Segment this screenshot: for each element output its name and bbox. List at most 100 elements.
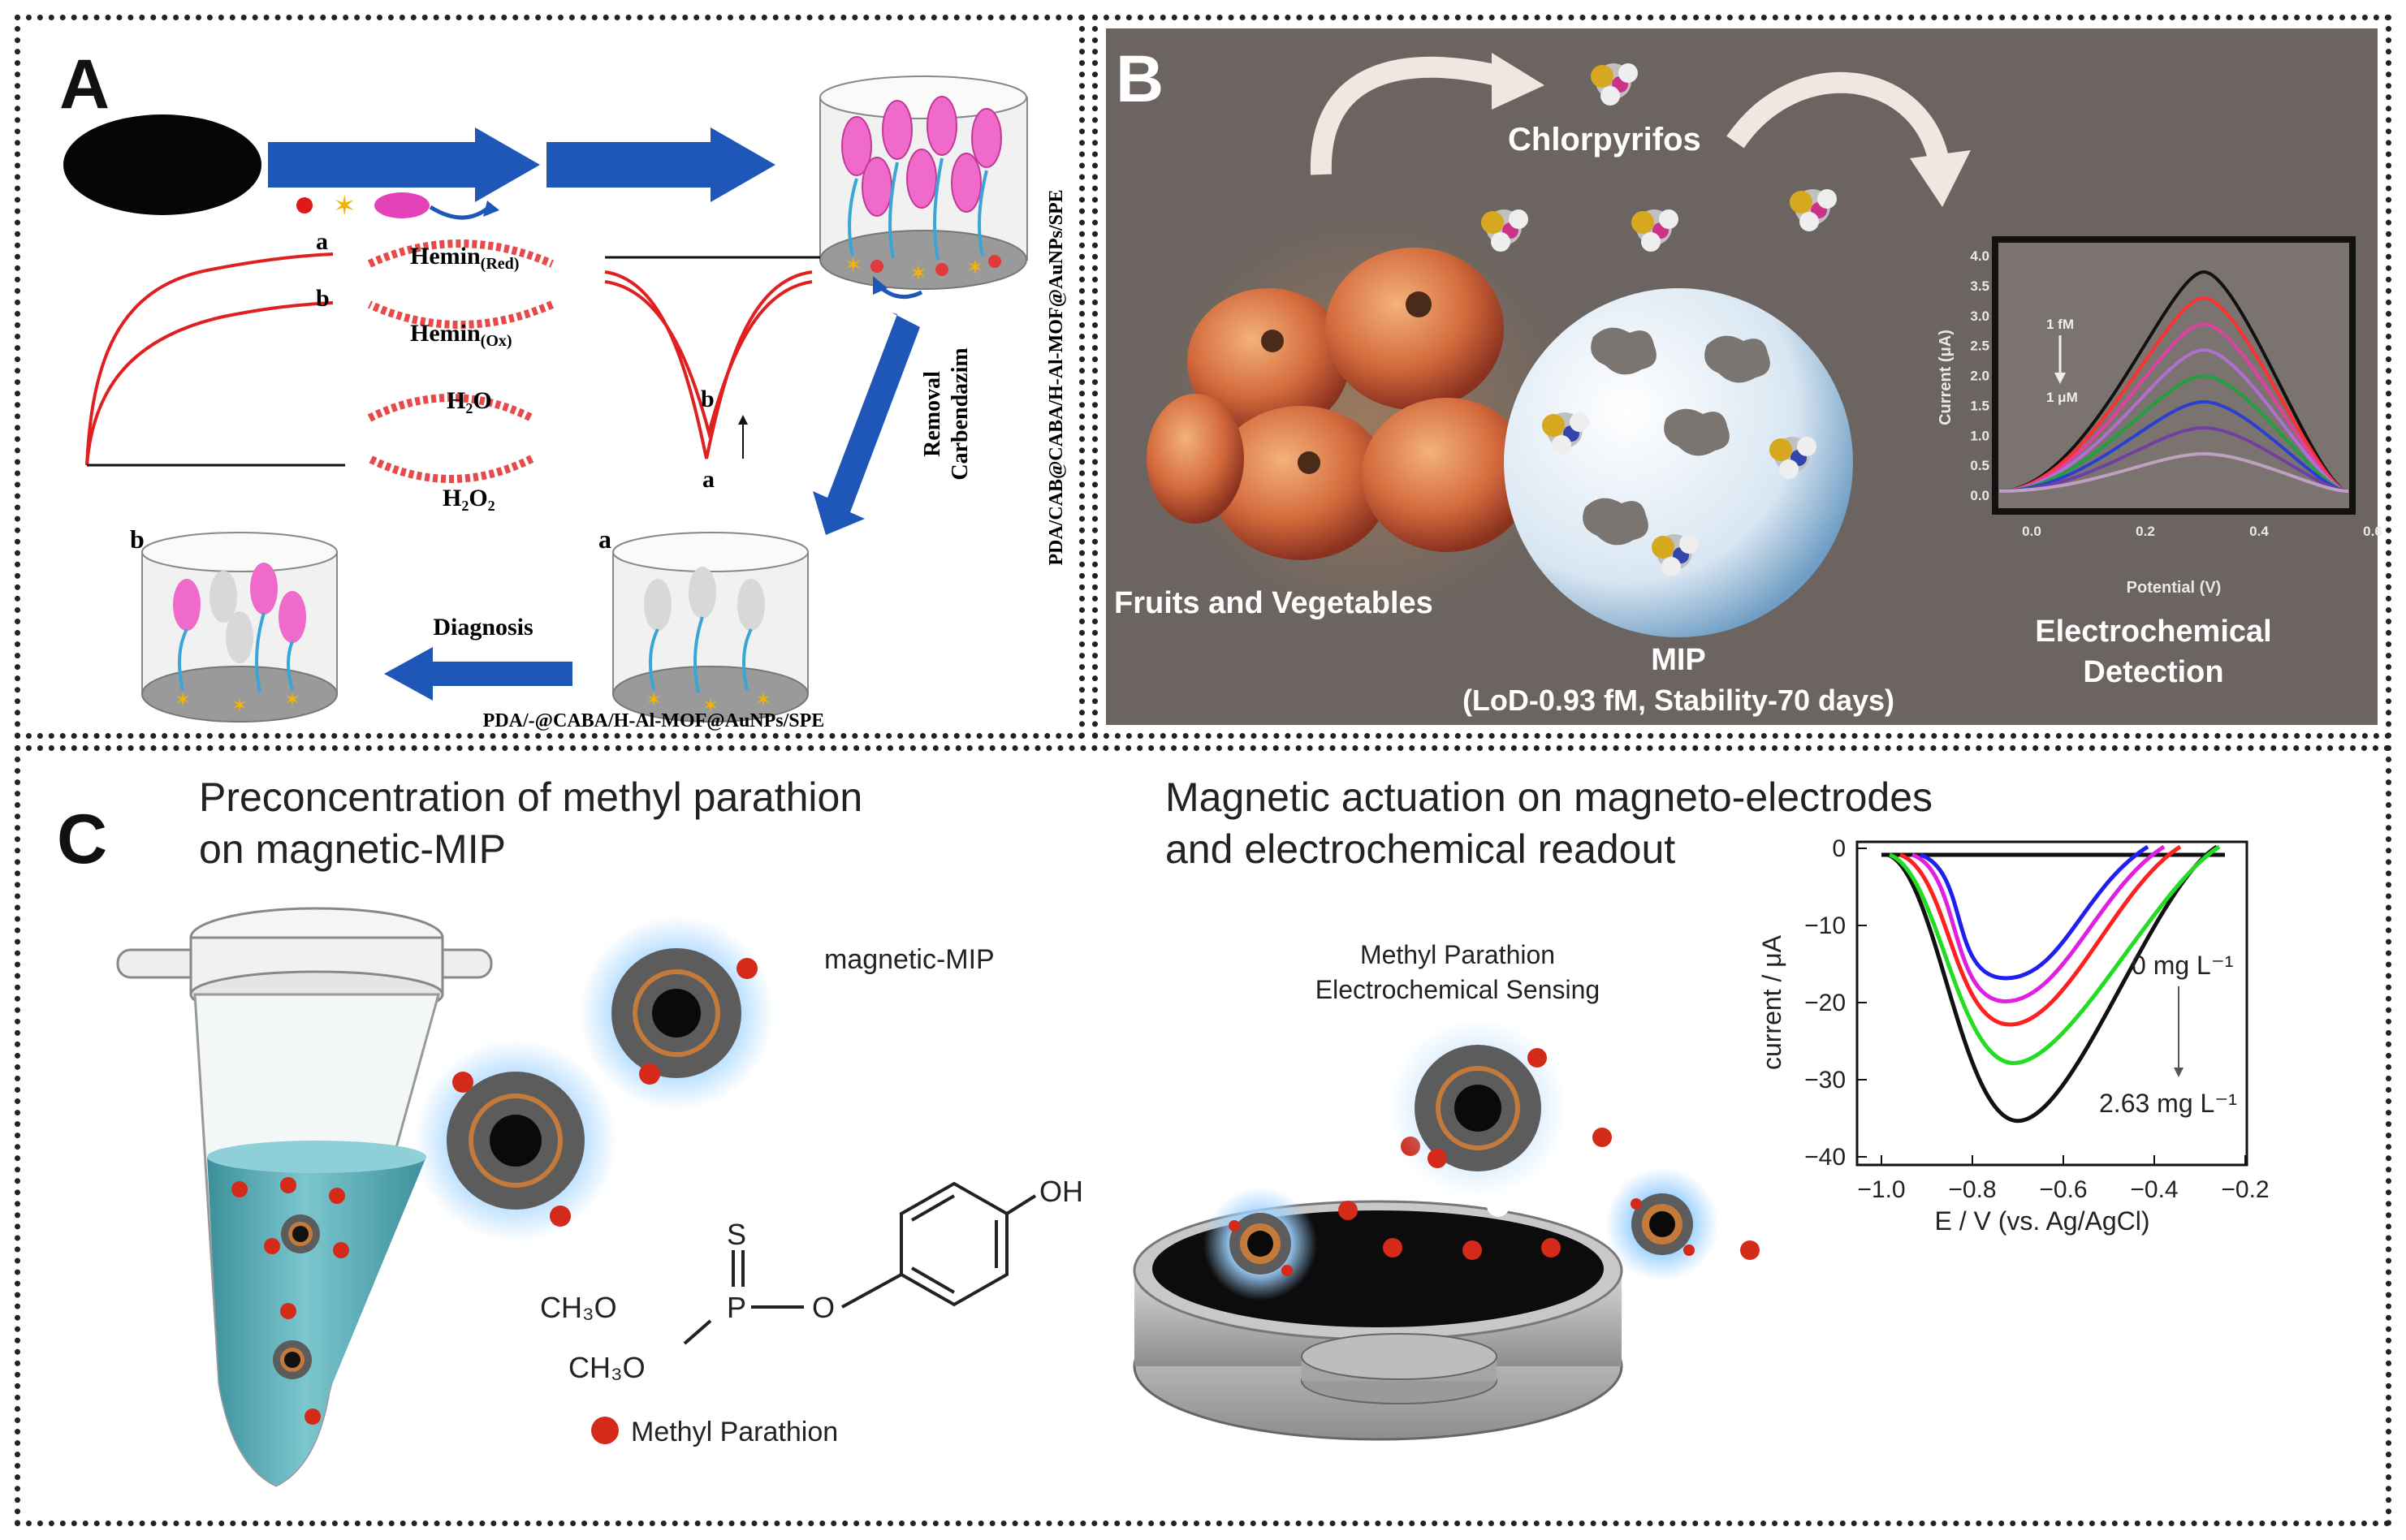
panel-a: A ✶ [15, 15, 1085, 739]
x-tick-label: 0.4 [2249, 524, 2269, 539]
dpv-curve [1998, 270, 2349, 493]
panel-b: B Chlorpyrifos Fruits and [1092, 15, 2391, 739]
panel-b-letter: B [1116, 42, 1164, 116]
panel-c-x-ticks: −1.0−0.8−0.6−0.4−0.2 [1857, 1155, 2270, 1203]
dpv-curve [1998, 321, 2349, 493]
y-tick-label: 3.5 [1970, 278, 1989, 294]
chlorpyrifos-molecule-icon [1481, 63, 1837, 576]
panel-b-xlabel: Potential (V) [2127, 579, 2222, 597]
peak-label-a: a [702, 466, 715, 493]
panel-a-scheme: ✶ ✶ ✶ ✶ [63, 75, 1067, 731]
sensing-label-line1: Methyl Parathion [1360, 940, 1555, 969]
bottom-electrode-label: PDA/-@CABA/H-Al-MOF@AuNPs/SPE [483, 710, 825, 731]
x-tick-label: −0.4 [2130, 1176, 2178, 1203]
magnetic-mip-particle-icon [1203, 1187, 1317, 1301]
detection-label-line2: Detection [2083, 655, 2223, 689]
blue-arrow-icon [384, 647, 572, 701]
mip-label: MIP [1651, 643, 1706, 677]
dpv-curve [1889, 844, 2221, 1066]
chlorpyrifos-label: Chlorpyrifos [1508, 122, 1701, 157]
magnetic-mip-particle-icon [414, 1039, 617, 1242]
y-tick-label: 0.5 [1970, 458, 1989, 473]
mip-stats-label: (LoD-0.93 fM, Stability-70 days) [1462, 684, 1894, 717]
electrode-full: ✶✶✶ [819, 75, 1028, 290]
svg-text:✶: ✶ [844, 252, 862, 277]
spe-electrode [63, 114, 261, 215]
blue-arrow-icon [813, 313, 920, 535]
svg-text:✶: ✶ [702, 695, 719, 717]
p-label: P [727, 1291, 746, 1324]
dpv-curve [1886, 844, 2218, 1124]
right-title-line1: Magnetic actuation on magneto-electrodes [1165, 774, 1933, 820]
x-tick-label: 0.2 [2136, 524, 2155, 539]
dpv-curve [1998, 347, 2349, 493]
svg-text:✶: ✶ [231, 695, 248, 717]
magnetic-mip-particle-icon [1605, 1167, 1719, 1281]
left-title-line2: on magnetic-MIP [199, 826, 506, 872]
removal-label: Removal [920, 371, 945, 457]
diagnosis-label: Diagnosis [433, 614, 533, 641]
svg-text:✶: ✶ [333, 191, 356, 222]
left-title-line1: Preconcentration of methyl parathion [199, 774, 863, 820]
imprint-cavity-icon [1583, 327, 1770, 546]
detection-label-line1: Electrochemical [2035, 615, 2271, 649]
apple-icon [1147, 248, 1532, 560]
magnetic-mip-particle-icon [579, 916, 774, 1111]
y-tick-label: 1.5 [1970, 398, 1989, 413]
methyl-parathion-structure [683, 1181, 1037, 1345]
svg-text:✶: ✶ [755, 689, 771, 711]
carbendazim-label: Carbendazim [948, 347, 973, 480]
dpv-curve [1920, 844, 2149, 981]
hemin-ox-label: Hemin(Ox) [410, 320, 512, 350]
dpv-peak-curves [604, 270, 813, 459]
ch3o-top-label: CH₃O [540, 1291, 617, 1324]
svg-text:✶: ✶ [175, 689, 191, 711]
dpv-curve [1911, 844, 2166, 1004]
methyl-parathion-legend-icon [591, 1417, 619, 1444]
magnetic-mip-particle-icon [1389, 1019, 1567, 1197]
conc-bottom-label: 1 μM [2046, 390, 2078, 405]
methyl-parathion-legend-label: Methyl Parathion [631, 1417, 838, 1447]
electrode-b: ✶✶✶ [141, 532, 338, 723]
panel-c-ylabel: current / μA [1757, 934, 1786, 1070]
panel-c: C Preconcentration of methyl parathion o… [15, 745, 2391, 1526]
y-tick-label: −40 [1804, 1144, 1846, 1171]
dpv-curve [1998, 425, 2349, 493]
peak-label-b: b [701, 386, 715, 412]
svg-text:✶: ✶ [646, 689, 662, 711]
magnetic-mip-label: magnetic-MIP [824, 944, 995, 975]
hemin-cycle [367, 239, 554, 483]
conc-max-label: 2.63 mg L⁻¹ [2099, 1089, 2237, 1118]
panel-b-ylabel: Current (μA) [1937, 330, 1955, 425]
blue-arrow-icon [268, 127, 775, 202]
oh-label: OH [1039, 1175, 1083, 1208]
y-tick-label: 2.5 [1970, 339, 1989, 354]
panel-c-letter: C [57, 800, 108, 878]
h2o2-label: H₂O₂ [443, 485, 495, 511]
electrode-label-a: a [598, 524, 611, 554]
mip-template-icon [374, 192, 430, 218]
h2o-label: H₂O [447, 387, 492, 414]
curve-label-a: a [316, 228, 328, 255]
electrode-a: ✶ ✶ ✶ [612, 532, 809, 723]
dpv-curve [1899, 844, 2182, 1027]
y-tick-label: −20 [1804, 990, 1846, 1016]
eppendorf-tube [116, 907, 493, 1487]
svg-text:✶: ✶ [909, 261, 927, 285]
panel-c-xlabel: E / V (vs. Ag/AgCl) [1935, 1206, 2150, 1236]
y-tick-label: −30 [1804, 1067, 1846, 1094]
curve-label-b: b [316, 285, 330, 312]
y-tick-label: 0.0 [1970, 488, 1989, 503]
o-label: O [812, 1291, 835, 1324]
magnetic-mip-particle-icon [273, 1214, 320, 1379]
ch3o-bottom-label: CH₃O [568, 1351, 646, 1384]
s-label: S [727, 1218, 746, 1251]
x-tick-label: −1.0 [1857, 1176, 1905, 1203]
aunp-icon [296, 197, 313, 214]
x-tick-label: −0.6 [2039, 1176, 2087, 1203]
hemin-red-label: Hemin(Red) [410, 243, 519, 273]
dpv-curve [1998, 399, 2349, 493]
x-tick-label: −0.2 [2221, 1176, 2269, 1203]
x-tick-label: 0.6 [2363, 524, 2382, 539]
y-tick-label: 4.0 [1970, 248, 1989, 264]
